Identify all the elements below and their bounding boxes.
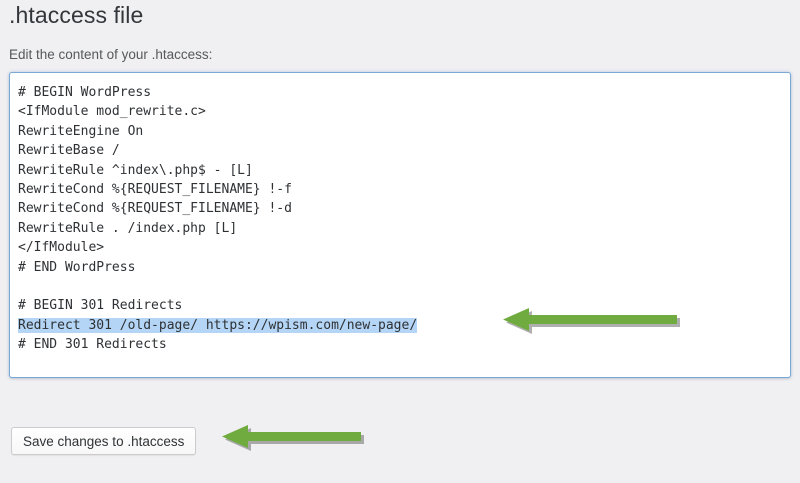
code-line: RewriteEngine On (18, 123, 144, 139)
code-line: RewriteCond %{REQUEST_FILENAME} !-d (18, 201, 292, 217)
arrow-pointing-to-save-button (222, 425, 367, 455)
code-line: RewriteBase / (18, 143, 120, 159)
code-line: </IfModule> (18, 240, 105, 256)
code-line: # BEGIN 301 Redirects (18, 298, 183, 314)
code-line: # END WordPress (18, 259, 136, 275)
htaccess-textarea[interactable]: # BEGIN WordPress <IfModule mod_rewrite.c… (10, 73, 790, 377)
code-line: RewriteRule ^index\.php$ - [L] (18, 162, 253, 178)
code-line: # BEGIN WordPress (18, 85, 152, 100)
code-line: RewriteRule . /index.php [L] (18, 220, 238, 236)
htaccess-textarea-container[interactable]: # BEGIN WordPress <IfModule mod_rewrite.c… (9, 72, 791, 378)
code-line (18, 277, 782, 296)
page-title: .htaccess file (9, 2, 144, 28)
code-line: <IfModule mod_rewrite.c> (18, 104, 206, 120)
code-line: # END 301 Redirects (18, 337, 167, 353)
save-changes-button[interactable]: Save changes to .htaccess (11, 427, 197, 455)
code-line: RewriteCond %{REQUEST_FILENAME} !-f (18, 181, 292, 197)
save-changes-button-label: Save changes to .htaccess (23, 433, 185, 449)
editor-instructions-label: Edit the content of your .htaccess: (9, 47, 213, 62)
code-line: Redirect 301 /old-page/ https://wpism.co… (18, 317, 418, 333)
